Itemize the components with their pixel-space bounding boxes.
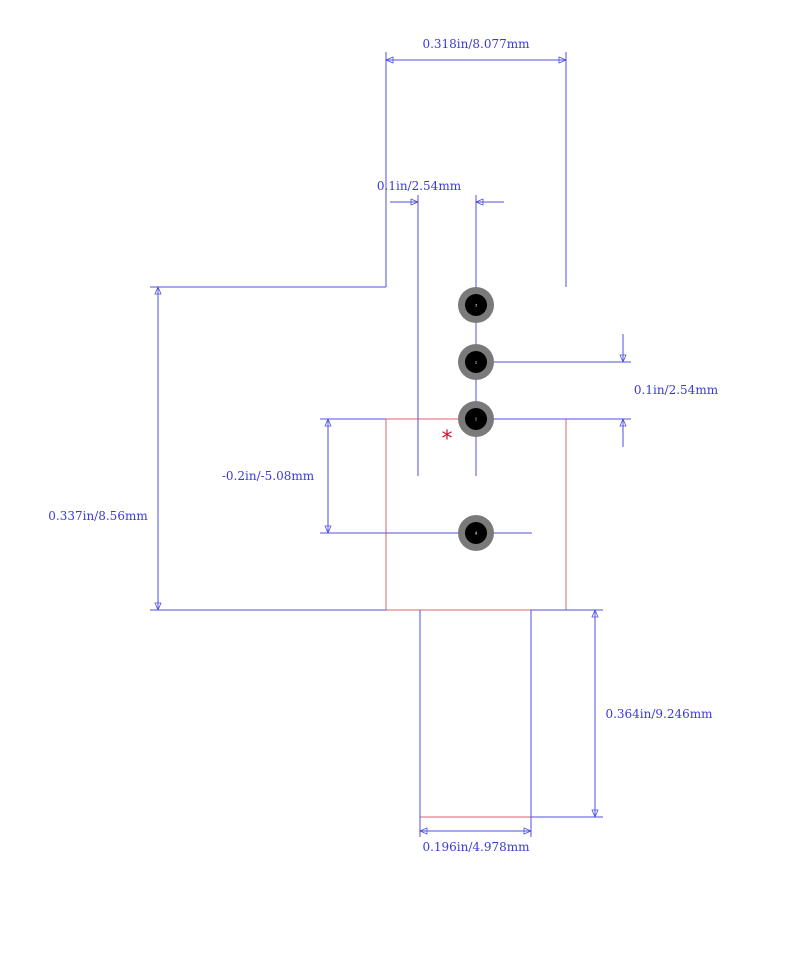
pin1-marker-icon: * [442,427,453,452]
pad-pin-1-label: 1 [475,417,478,422]
dim-overall-width: 0.318in/8.077mm [384,37,568,287]
dim-mount-hole-offset-label: -0.2in/-5.08mm [222,469,315,483]
dim-pin-pitch: 0.1in/2.54mm [476,334,719,447]
dim-tab-width: 0.196in/4.978mm [418,610,533,854]
dim-tab-width-label: 0.196in/4.978mm [422,840,530,854]
dim-mount-hole-offset: -0.2in/-5.08mm [222,417,532,535]
pad-pin-2: 2 [458,344,494,380]
pad-mount-hole-label: 4 [475,531,478,536]
dim-body-height-label: 0.337in/8.56mm [48,509,148,523]
dim-pin-offset-label: 0.1in/2.54mm [377,179,462,193]
package-tab-outline [419,609,532,818]
dim-overall-width-label: 0.318in/8.077mm [422,37,530,51]
pad-pin-1: 1 [458,401,494,437]
pad-pin-3: 3 [458,287,494,323]
pad-mount-hole: 4 [458,515,494,551]
pad-pin-3-label: 3 [475,303,478,308]
pad-pin-2-label: 2 [475,360,478,365]
dim-body-height: 0.337in/8.56mm [48,285,386,612]
dim-tab-height: 0.364in/9.246mm [531,608,713,819]
dim-pin-pitch-label: 0.1in/2.54mm [634,383,719,397]
dim-tab-height-label: 0.364in/9.246mm [605,707,713,721]
